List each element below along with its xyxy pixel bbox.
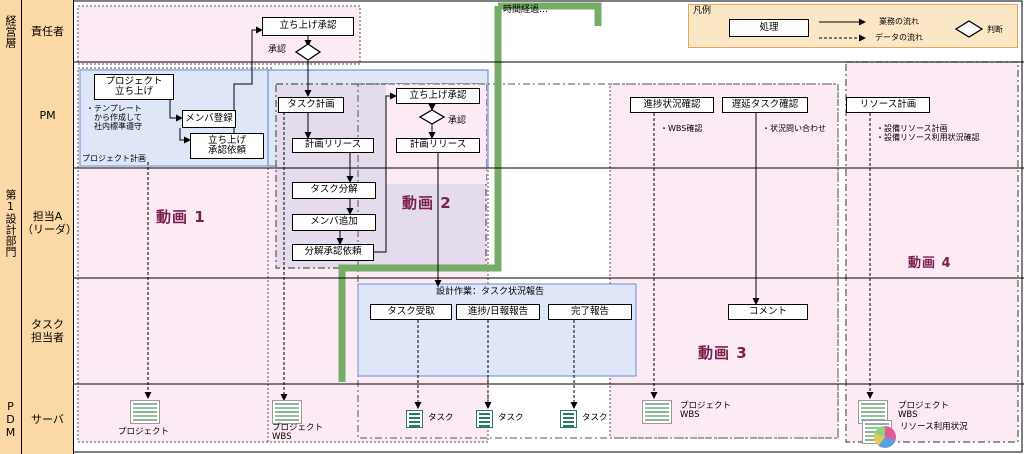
time-elapsed-band: [338, 6, 502, 382]
task-doc-icon-1: [406, 410, 423, 428]
data-flow-lines: [144, 112, 874, 409]
box-comment: コメント: [728, 304, 808, 320]
task-doc-icon-3: [560, 410, 577, 428]
legend-title: 凡例: [693, 6, 712, 16]
flow-request-to-approval: [233, 26, 263, 133]
legend-decision-diamond: [954, 20, 984, 38]
flow-request-to-approval-2: [374, 92, 397, 253]
region-movie4-pink: [845, 61, 1019, 443]
box-resource-plan: リソース計画: [846, 97, 930, 113]
note-resource-items: ・設備リソース計画 ・設備リソース利用状況確認: [876, 124, 980, 142]
server-label-project-wbs-3: プロジェクト WBS: [898, 401, 950, 420]
box-progress-report: 進捗/日報報告: [456, 304, 540, 320]
legend: 凡例 処理 業務の流れ データの流れ 判断: [688, 4, 1018, 48]
box-breakdown-request: 分解承認依頼: [292, 244, 374, 261]
box-progress-check: 進捗状況確認: [630, 97, 714, 113]
lane-text-pdm: PDM: [4, 399, 17, 439]
doc-icon-project-wbs-2: [642, 400, 672, 424]
lane-label-pm: PM: [22, 62, 74, 168]
region-design-work-blue: [357, 283, 637, 377]
task-doc-icon-2: [476, 410, 493, 428]
box-plan-release-2: 計画リリース: [396, 138, 480, 153]
movie-label-3: 動画 3: [698, 344, 748, 362]
box-member-register: メンバ登録: [182, 110, 236, 128]
server-label-task-3: タスク: [582, 413, 608, 423]
note-project-plan: プロジェクト計画: [82, 154, 146, 163]
box-task-breakdown: タスク分解: [292, 182, 376, 199]
server-label-resource-usage: リソース利用状況: [900, 422, 968, 432]
box-startup-approval-2: 立ち上げ承認: [396, 88, 480, 104]
server-label-project: プロジェクト: [118, 427, 170, 437]
server-label-project-wbs-1: プロジェクト WBS: [272, 423, 324, 442]
lane-text-management: 経営層: [4, 14, 17, 48]
lane-label-responsible: 責任者: [22, 0, 74, 62]
box-plan-release-1: 計画リリース: [292, 138, 374, 153]
legend-process-box: 処理: [729, 19, 809, 37]
legend-lines: [819, 18, 984, 42]
note-design-work: 設計作業：タスク状況報告: [436, 287, 545, 297]
decision-diamond-2: [418, 109, 446, 125]
region-movie3-frame: [357, 83, 839, 439]
note-status-inquiry: ・状況問い合わせ: [762, 124, 826, 133]
note-wbs-check: ・WBS確認: [660, 124, 703, 133]
box-member-add: メンバ追加: [292, 214, 376, 231]
server-label-task-1: タスク: [428, 413, 454, 423]
time-elapsed-band-top: [498, 2, 602, 26]
box-completion-report: 完了報告: [548, 304, 632, 320]
server-label-task-2: タスク: [498, 413, 524, 423]
server-label-project-wbs-2: プロジェクト WBS: [680, 401, 732, 420]
movie-label-4: 動画 4: [908, 256, 952, 271]
legend-business-flow: 業務の流れ: [879, 17, 919, 26]
box-startup-approval-top: 立ち上げ承認: [262, 17, 354, 36]
lane-label-server: サーバ: [22, 384, 74, 454]
flow-start-to-member: [169, 100, 183, 122]
box-task-accept: タスク受取: [370, 304, 452, 320]
decision-diamond-1: [294, 43, 322, 61]
movie-label-2: 動画 2: [402, 194, 452, 212]
box-task-plan: タスク計画: [278, 97, 344, 113]
movie-label-1: 動画 1: [156, 208, 206, 226]
box-delay-check: 遅延タスク確認: [722, 97, 808, 113]
legend-decision: 判断: [987, 25, 1003, 34]
lane-label-pdm: PDM: [0, 384, 22, 454]
decision-label-approval-2: 承認: [448, 116, 467, 126]
lane-label-staff-a: 担当A （リーダ）: [22, 168, 77, 278]
time-elapsed-label: 時間経過…: [503, 5, 549, 15]
doc-icon-project-wbs-1: [272, 400, 302, 424]
doc-icon-project: [130, 400, 160, 424]
note-template: ・テンプレート から作成して 社内標準遵守: [86, 104, 142, 131]
box-startup-request: 立ち上げ 承認依頼: [190, 133, 264, 159]
pie-chart-icon: [874, 426, 896, 448]
region-movie3-pink: [609, 83, 839, 439]
lane-text-design-dept: 第1設計部門: [4, 189, 17, 257]
lane-label-design-dept: 第1設計部門: [0, 62, 22, 384]
lane-label-task-staff: タスク 担当者: [22, 278, 74, 384]
box-project-start: プロジェクト 立ち上げ: [94, 74, 174, 100]
business-flow-lines: [169, 26, 760, 305]
flow-member-to-request: [179, 128, 191, 144]
lane-label-management: 経営層: [0, 0, 22, 62]
decision-label-approval-1: 承認: [268, 45, 287, 55]
legend-data-flow: データの流れ: [875, 33, 923, 42]
